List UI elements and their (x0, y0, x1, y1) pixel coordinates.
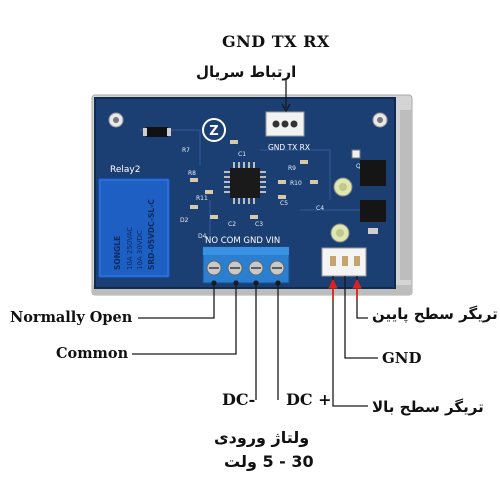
trigger-low-label: تریگر سطح پایین (372, 305, 498, 323)
svg-text:R10: R10 (290, 180, 302, 187)
screw-terminal (202, 246, 290, 284)
serial-pin-names: GND TX RX (222, 32, 330, 51)
relay-leader-lines (132, 280, 239, 355)
relay-rating-dc: 10A 30VDC (136, 230, 144, 270)
relay-brand: SONGLE (113, 236, 122, 270)
normally-open-label: Normally Open (10, 309, 133, 326)
relay: SONGLE 10A 250VAC 10A 30VDC SRD-05VDC-SL… (97, 177, 171, 279)
svg-text:D2: D2 (180, 217, 189, 224)
red-arrows (328, 279, 362, 300)
svg-text:C3: C3 (255, 221, 263, 228)
common-label: Common (56, 345, 129, 362)
svg-text:C5: C5 (280, 200, 288, 207)
svg-text:C4: C4 (316, 205, 324, 212)
smd-component (146, 127, 168, 137)
input-voltage-range: 30 - 5 ولت (224, 452, 314, 471)
pin-labels: GND TX RX (268, 143, 310, 152)
input-voltage-label: ولتاژ ورودی (214, 428, 310, 447)
dc-plus-label: DC + (286, 390, 332, 409)
svg-text:C2: C2 (228, 221, 236, 228)
relay-model: SRD-05VDC-SL-C (147, 199, 156, 270)
serial-header: GND TX RX (265, 111, 310, 152)
smd-resistors (190, 140, 318, 219)
dc-minus-label: DC- (222, 390, 256, 409)
svg-text:R9: R9 (288, 165, 296, 172)
transistors (351, 149, 386, 234)
terminal-labels: NO COM GND VIN (205, 236, 280, 246)
svg-text:R8: R8 (188, 170, 196, 177)
gnd-label: GND (382, 349, 422, 367)
relay-rating-ac: 10A 250VAC (126, 227, 134, 270)
logo-letter: Z (209, 124, 218, 139)
svg-text:D4: D4 (198, 233, 207, 240)
microcontroller-chip (224, 162, 266, 204)
svg-text:R7: R7 (182, 147, 190, 154)
relay-designator: Relay2 (110, 165, 140, 175)
brand-logo: Z (202, 118, 226, 142)
trigger-connector (321, 247, 367, 277)
svg-text:R11: R11 (196, 195, 208, 202)
trigger-high-label: تریگر سطح بالا (372, 398, 484, 416)
serial-caption: ارتباط سریال (196, 63, 297, 81)
svg-text:C1: C1 (238, 151, 246, 158)
electrolytic-capacitors (330, 177, 353, 243)
dc-leader-lines (253, 280, 281, 400)
